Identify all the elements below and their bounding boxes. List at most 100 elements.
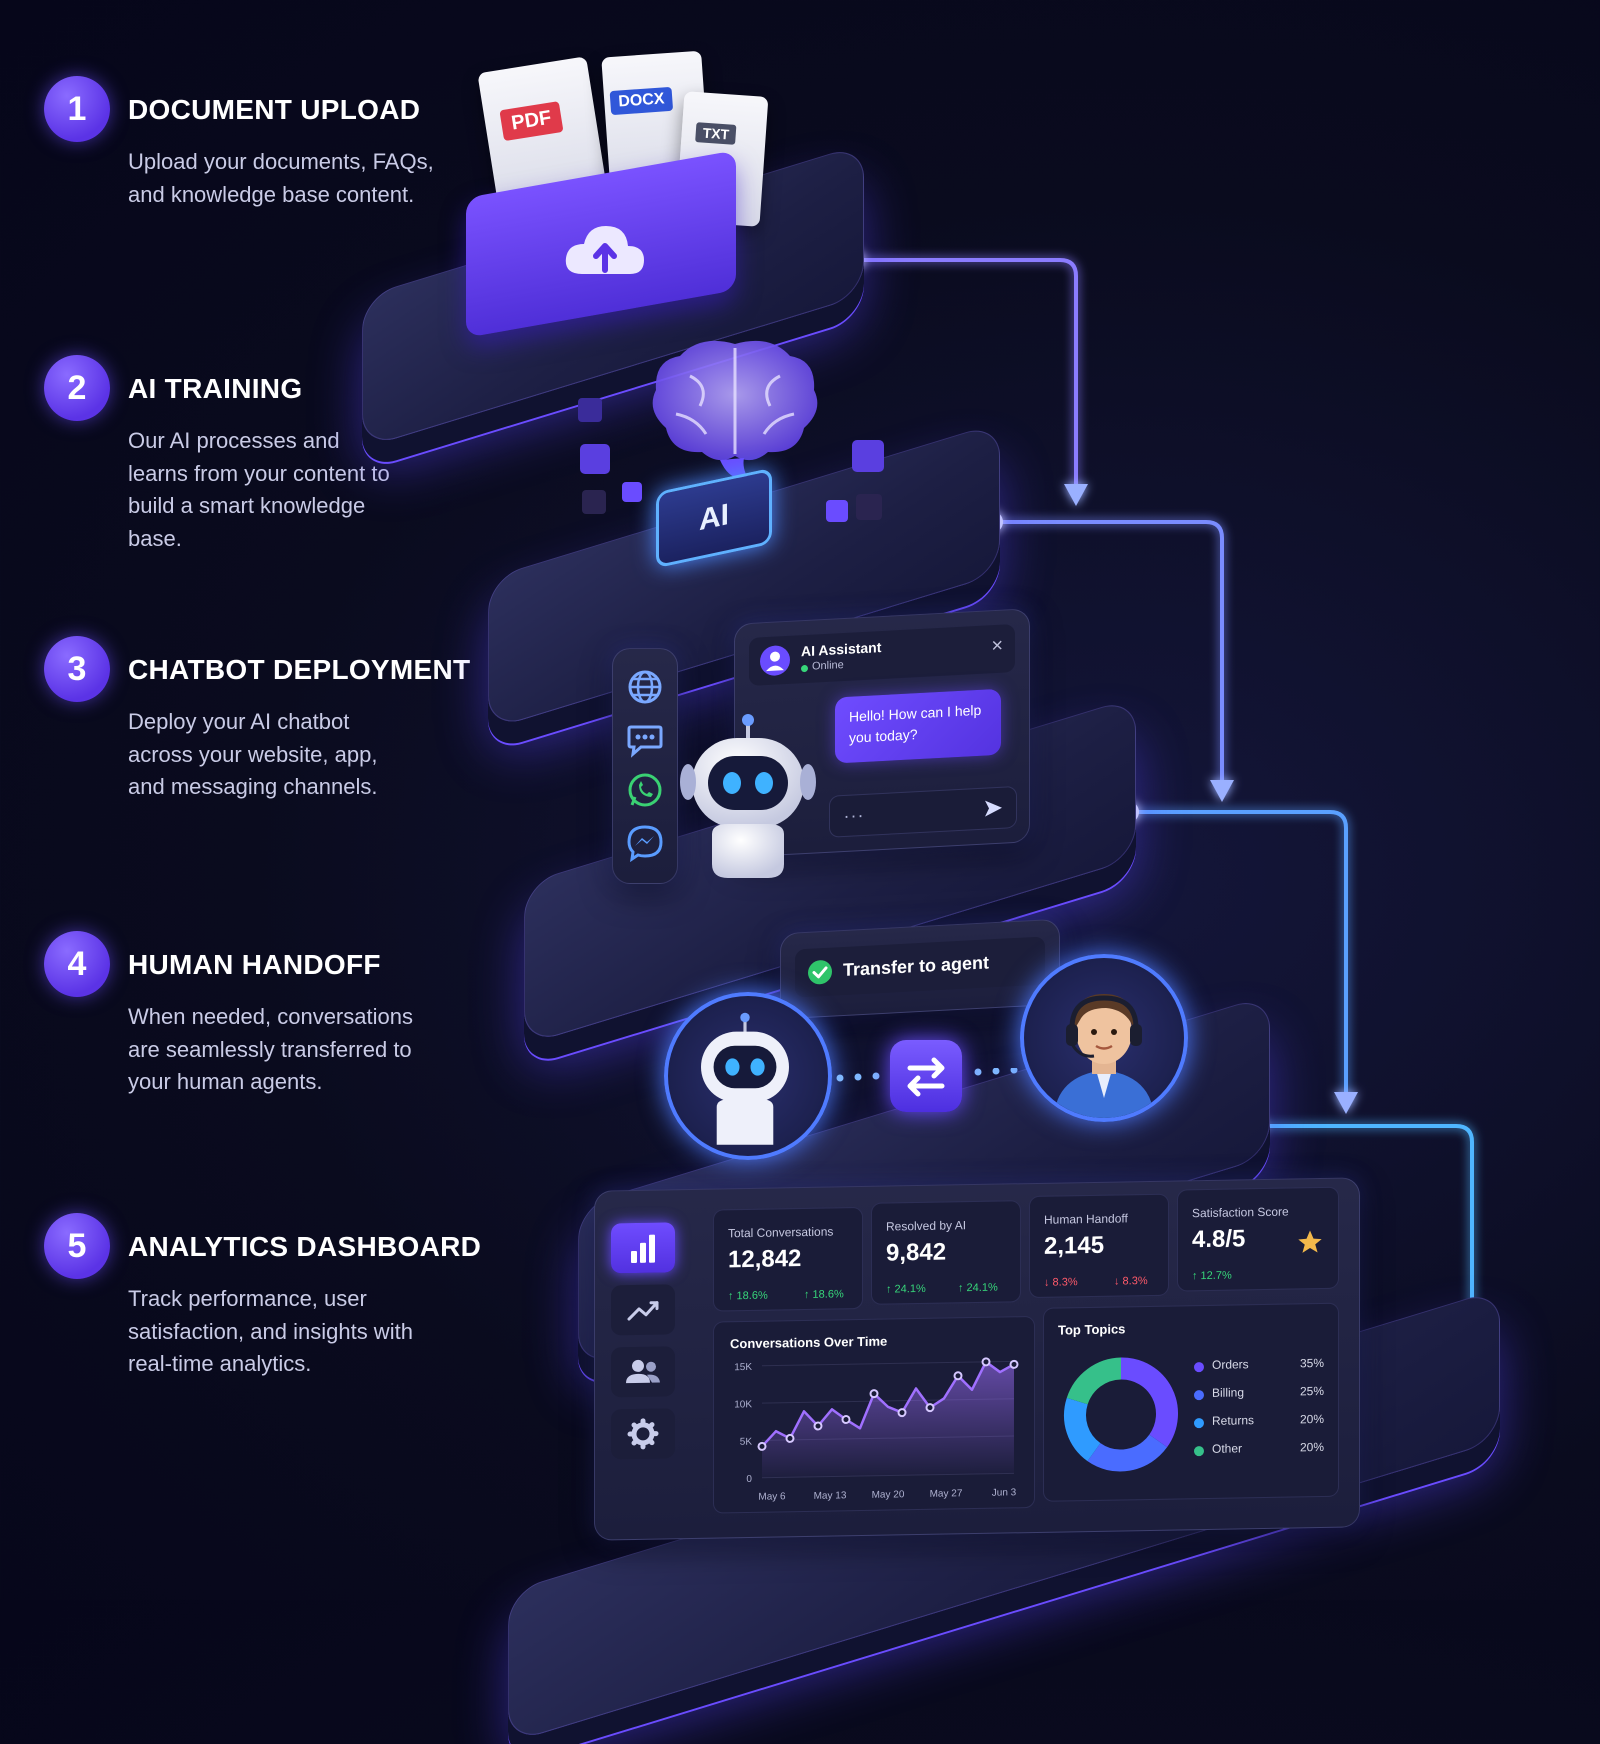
sidebar-item-settings[interactable] bbox=[611, 1408, 675, 1459]
human-agent-icon bbox=[1024, 958, 1184, 1118]
line-point bbox=[871, 1390, 878, 1397]
donut-slice bbox=[1094, 1441, 1158, 1461]
line-point bbox=[843, 1416, 850, 1423]
legend-item: Billing 25% bbox=[1194, 1384, 1324, 1404]
users-icon bbox=[611, 1346, 675, 1397]
x-tick-label: Jun 3 bbox=[992, 1487, 1017, 1498]
kpi-value: 12,842 bbox=[728, 1245, 801, 1274]
star-icon bbox=[1296, 1228, 1324, 1256]
chart-title: Top Topics bbox=[1058, 1321, 1125, 1337]
x-tick-label: May 20 bbox=[872, 1489, 905, 1501]
kpi-human-handoff: Human Handoff 2,145 ↓ 8.3% ↓ 8.3% bbox=[1029, 1194, 1169, 1298]
input-placeholder: ... bbox=[844, 801, 865, 823]
kpi-delta: ↑ 18.6% bbox=[804, 1288, 844, 1301]
swap-arrows-icon bbox=[890, 1040, 962, 1112]
kpi-value: 9,842 bbox=[886, 1239, 946, 1268]
kpi-resolved-by-ai: Resolved by AI 9,842 ↑ 24.1% ↑ 24.1% bbox=[871, 1200, 1021, 1305]
cube bbox=[582, 490, 606, 514]
line-point bbox=[927, 1404, 934, 1411]
dashboard-sidebar bbox=[605, 1210, 685, 1511]
pdf-tag: PDF bbox=[499, 101, 563, 141]
legend-label: Other bbox=[1212, 1441, 1242, 1456]
txt-tag: TXT bbox=[695, 122, 737, 145]
cube bbox=[852, 440, 884, 472]
kpi-delta: ↑ 24.1% bbox=[886, 1283, 926, 1296]
assistant-name: AI Assistant bbox=[801, 639, 881, 659]
kpi-label: Satisfaction Score bbox=[1192, 1205, 1289, 1221]
sidebar-item-trends[interactable] bbox=[611, 1284, 675, 1335]
message-input[interactable]: ... bbox=[829, 786, 1017, 838]
y-tick-label: 15K bbox=[734, 1362, 752, 1373]
legend-percent: 35% bbox=[1300, 1356, 1324, 1370]
chat-header: AI Assistant Online × bbox=[749, 624, 1015, 686]
legend-percent: 20% bbox=[1300, 1412, 1324, 1426]
check-circle-icon bbox=[807, 959, 833, 986]
y-tick-label: 10K bbox=[734, 1399, 752, 1410]
cube bbox=[826, 500, 848, 522]
legend-label: Returns bbox=[1212, 1413, 1254, 1428]
status-dot bbox=[801, 665, 808, 672]
arrow-head bbox=[1210, 780, 1234, 802]
ai-chip-label: AI bbox=[699, 498, 729, 538]
chat-icon[interactable] bbox=[623, 717, 667, 761]
legend-item: Other 20% bbox=[1194, 1440, 1324, 1460]
swap-button[interactable] bbox=[890, 1040, 962, 1112]
y-tick-label: 0 bbox=[746, 1474, 752, 1485]
line-point bbox=[1011, 1361, 1018, 1368]
kpi-label: Total Conversations bbox=[728, 1225, 833, 1241]
arrow-head bbox=[1064, 484, 1088, 506]
x-tick-label: May 27 bbox=[930, 1488, 963, 1500]
y-tick-label: 5K bbox=[740, 1437, 753, 1448]
channel-bar bbox=[612, 648, 678, 884]
whatsapp-icon[interactable] bbox=[623, 769, 667, 813]
assistant-status: Online bbox=[812, 659, 844, 673]
gear-icon bbox=[611, 1408, 675, 1459]
robot-icon bbox=[678, 712, 818, 882]
x-tick-label: May 6 bbox=[758, 1491, 786, 1502]
kpi-label: Resolved by AI bbox=[886, 1218, 966, 1233]
close-icon[interactable]: × bbox=[991, 635, 1003, 659]
legend-percent: 25% bbox=[1300, 1384, 1324, 1398]
line-point bbox=[815, 1422, 822, 1429]
legend-percent: 20% bbox=[1300, 1440, 1324, 1454]
brain-icon bbox=[640, 330, 830, 480]
line-point bbox=[759, 1443, 766, 1450]
legend-swatch bbox=[1194, 1446, 1204, 1456]
bot-avatar-circle bbox=[664, 992, 832, 1160]
globe-icon[interactable] bbox=[623, 665, 667, 709]
avatar bbox=[759, 644, 791, 678]
cloud-upload-icon bbox=[560, 214, 650, 284]
kpi-value: 4.8/5 bbox=[1192, 1225, 1245, 1254]
donut-chart bbox=[1056, 1348, 1186, 1480]
kpi-delta: ↓ 8.3% bbox=[1114, 1275, 1148, 1288]
line-point bbox=[787, 1435, 794, 1442]
docx-tag: DOCX bbox=[610, 87, 674, 115]
kpi-label: Human Handoff bbox=[1044, 1211, 1128, 1226]
sidebar-item-overview[interactable] bbox=[611, 1222, 675, 1273]
kpi-satisfaction-score: Satisfaction Score 4.8/5 ↑ 12.7% bbox=[1177, 1187, 1339, 1292]
analytics-dashboard: Total Conversations 12,842 ↑ 18.6% ↑ 18.… bbox=[594, 1177, 1360, 1540]
grid-line bbox=[762, 1361, 1014, 1365]
bot-message-bubble: Hello! How can I help you today? bbox=[835, 689, 1001, 764]
donut-slice bbox=[1075, 1401, 1094, 1453]
kpi-value: 2,145 bbox=[1044, 1232, 1104, 1261]
arrow-head bbox=[1334, 1092, 1358, 1114]
infographic-stage: 1 DOCUMENT UPLOAD Upload your documents,… bbox=[0, 0, 1600, 1600]
transfer-badge: Transfer to agent bbox=[780, 919, 1060, 1020]
legend-item: Returns 20% bbox=[1194, 1412, 1324, 1432]
cube bbox=[580, 444, 610, 474]
kpi-delta: ↓ 8.3% bbox=[1044, 1276, 1078, 1289]
bot-message-text: Hello! How can I help you today? bbox=[849, 699, 989, 748]
send-icon[interactable] bbox=[982, 797, 1004, 820]
messenger-icon[interactable] bbox=[623, 821, 667, 865]
documents-illustration: PDF DOCX TXT bbox=[458, 44, 778, 314]
legend-label: Billing bbox=[1212, 1385, 1244, 1400]
donut-slice bbox=[1121, 1368, 1167, 1442]
sidebar-item-users[interactable] bbox=[611, 1346, 675, 1397]
cube bbox=[622, 482, 642, 502]
x-tick-label: May 13 bbox=[814, 1490, 847, 1502]
